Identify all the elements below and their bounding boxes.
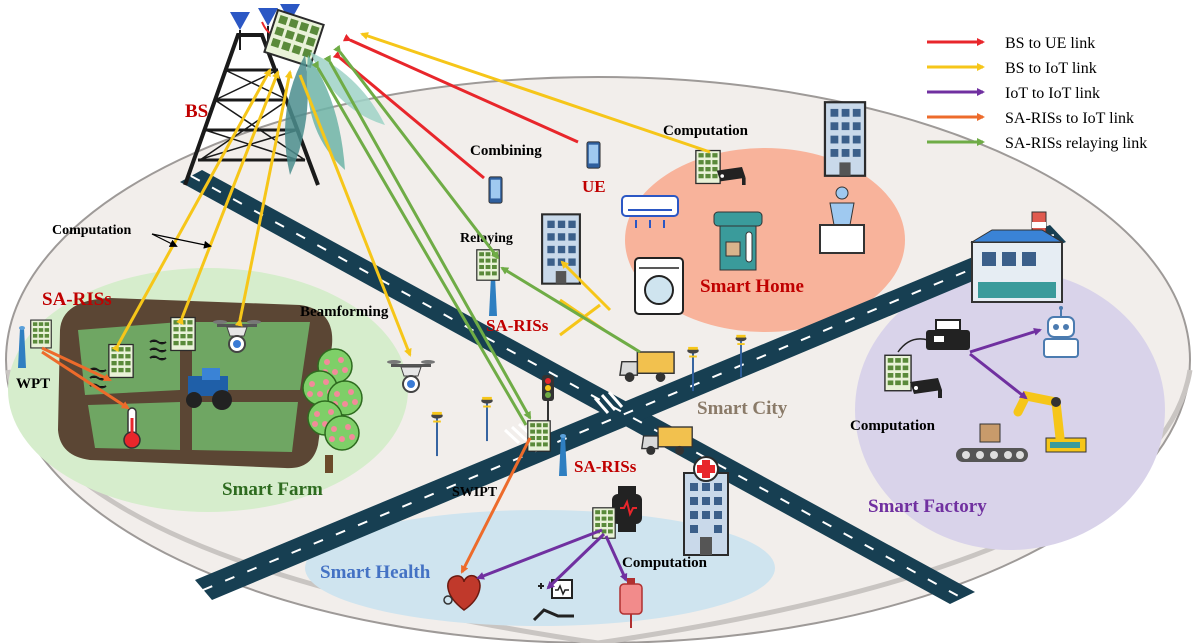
sa-ris-relaying-links bbox=[311, 44, 641, 426]
robot-icon bbox=[1043, 306, 1079, 358]
ue-phone-icon bbox=[586, 141, 601, 169]
combining-label: Combining bbox=[470, 143, 542, 159]
computation-left-label: Computation bbox=[52, 223, 132, 238]
smart-home-zone bbox=[625, 148, 905, 332]
farm-wpt-ris-icon bbox=[30, 319, 52, 349]
heart-icon bbox=[443, 574, 481, 611]
legend-item: BS to UE link bbox=[927, 35, 1095, 52]
wpt-label: WPT bbox=[16, 376, 50, 392]
patient-monitor-icon bbox=[532, 579, 574, 622]
smart-health-label: Smart Health bbox=[320, 562, 431, 583]
factory-ris-panel-icon bbox=[884, 354, 912, 392]
legend-item: SA-RISs relaying link bbox=[927, 135, 1147, 152]
legend-item: BS to IoT link bbox=[927, 60, 1097, 77]
beamforming-label: Beamforming bbox=[300, 304, 389, 320]
combining-phone-icon bbox=[488, 176, 503, 204]
legend-label: BS to UE link bbox=[1005, 35, 1095, 52]
traffic-light-icon bbox=[542, 375, 554, 425]
farm-ris-panel-1-icon bbox=[108, 343, 134, 379]
person-figure-icon bbox=[819, 186, 865, 254]
computation-home-label: Computation bbox=[663, 123, 749, 139]
smartwatch-icon bbox=[612, 486, 642, 532]
home-ris-panel-icon bbox=[695, 149, 721, 185]
iot-to-iot-links bbox=[476, 327, 1042, 590]
washing-machine-icon bbox=[634, 257, 684, 315]
factory-icon bbox=[970, 211, 1064, 303]
computation-health-label: Computation bbox=[622, 555, 708, 571]
cross-ris-panel-icon bbox=[527, 420, 551, 452]
computation-factory-label: Computation bbox=[850, 418, 936, 434]
legend: BS to UE link BS to IoT link IoT to IoT … bbox=[927, 35, 1147, 152]
air-conditioner-icon bbox=[621, 195, 679, 228]
legend-label: BS to IoT link bbox=[1005, 60, 1097, 77]
farm-ris-panel-2-icon bbox=[170, 316, 196, 352]
tall-building-icon bbox=[823, 101, 867, 177]
legend-label: IoT to IoT link bbox=[1005, 85, 1100, 102]
smart-health-zone bbox=[305, 510, 775, 626]
iv-bag-icon bbox=[619, 578, 643, 628]
bs-ris-panel-icon bbox=[263, 8, 325, 68]
farm-trees bbox=[302, 348, 363, 473]
computation-pointers bbox=[151, 233, 212, 249]
printer-icon bbox=[926, 319, 970, 350]
thermometer-icon bbox=[123, 407, 141, 449]
robot-arm-icon bbox=[1013, 390, 1087, 453]
sa-ris-mid-label: SA-RISs bbox=[486, 316, 549, 335]
swipt-label: SWIPT bbox=[452, 485, 498, 500]
hospital-icon bbox=[683, 456, 729, 556]
smart-factory-label: Smart Factory bbox=[868, 496, 987, 517]
bs-label: BS bbox=[185, 101, 208, 122]
tractor-icon bbox=[186, 368, 232, 410]
legend-item: SA-RISs to IoT link bbox=[927, 110, 1134, 127]
smart-city-label: Smart City bbox=[697, 398, 788, 419]
sa-ris-left-label: SA-RISs bbox=[42, 289, 112, 310]
coffee-machine-icon bbox=[713, 211, 763, 271]
sa-ris-bottom-label: SA-RISs bbox=[574, 457, 637, 476]
conveyor-icon bbox=[956, 423, 1028, 462]
legend-label: SA-RISs relaying link bbox=[1005, 135, 1147, 152]
legend-label: SA-RISs to IoT link bbox=[1005, 110, 1134, 127]
sa-ris-to-iot-links bbox=[41, 346, 532, 574]
factory-wire bbox=[897, 338, 929, 353]
legend-item: IoT to IoT link bbox=[927, 85, 1100, 102]
ue-label: UE bbox=[582, 177, 606, 196]
smart-home-label: Smart Home bbox=[700, 276, 804, 297]
smart-farm-label: Smart Farm bbox=[222, 479, 323, 500]
